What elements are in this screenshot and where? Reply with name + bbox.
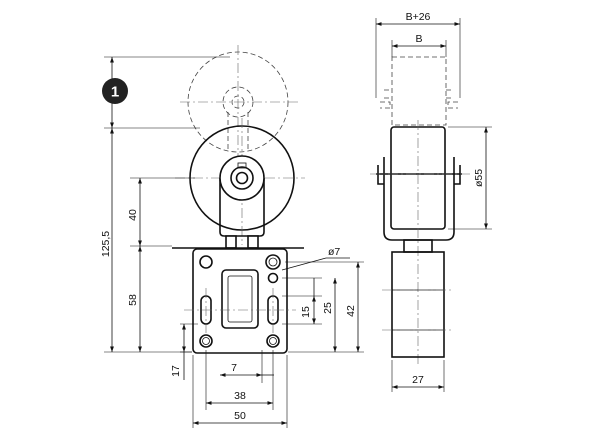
badge-circle xyxy=(102,78,128,104)
badge-label: 1 xyxy=(111,84,119,101)
switch-body xyxy=(382,239,454,358)
dim-plate-span: 42 xyxy=(345,305,357,317)
extension-lines-left xyxy=(104,56,364,428)
dimension-lines-right xyxy=(376,22,488,389)
dim-hole-diameter: ø7 xyxy=(328,246,340,258)
dim-slot-length: 15 xyxy=(300,306,312,318)
housing-plate xyxy=(184,248,296,354)
dim-plate-width: 50 xyxy=(234,410,246,422)
u-bracket xyxy=(370,120,470,365)
dimension-lines-left xyxy=(110,57,360,425)
lever-arm xyxy=(219,155,265,249)
dim-body-width: 27 xyxy=(412,374,424,386)
view-badge: 1 xyxy=(102,78,128,104)
dim-slot-span: 25 xyxy=(322,302,334,314)
dim-total-height: 125,5 xyxy=(100,231,112,257)
dim-roller-offset: 40 xyxy=(127,209,139,221)
alternate-roller-side xyxy=(380,56,458,126)
side-view xyxy=(370,18,492,392)
dim-hole-spacing: 7 xyxy=(231,362,237,374)
dim-roller-width: B xyxy=(415,33,422,45)
alternate-roller-position xyxy=(180,45,300,160)
dimension-labels: 125,5 40 58 17 7 38 50 ø7 15 25 42 B+26 … xyxy=(100,11,485,422)
extension-lines-right xyxy=(375,18,492,392)
dim-bracket-width: B+26 xyxy=(406,11,431,23)
dim-slot-offset: 17 xyxy=(170,365,182,377)
front-view xyxy=(104,45,364,428)
dim-roller-diameter: ø55 xyxy=(473,169,485,187)
dim-plate-height: 58 xyxy=(127,294,139,306)
dim-hole-distance: 38 xyxy=(234,390,246,402)
